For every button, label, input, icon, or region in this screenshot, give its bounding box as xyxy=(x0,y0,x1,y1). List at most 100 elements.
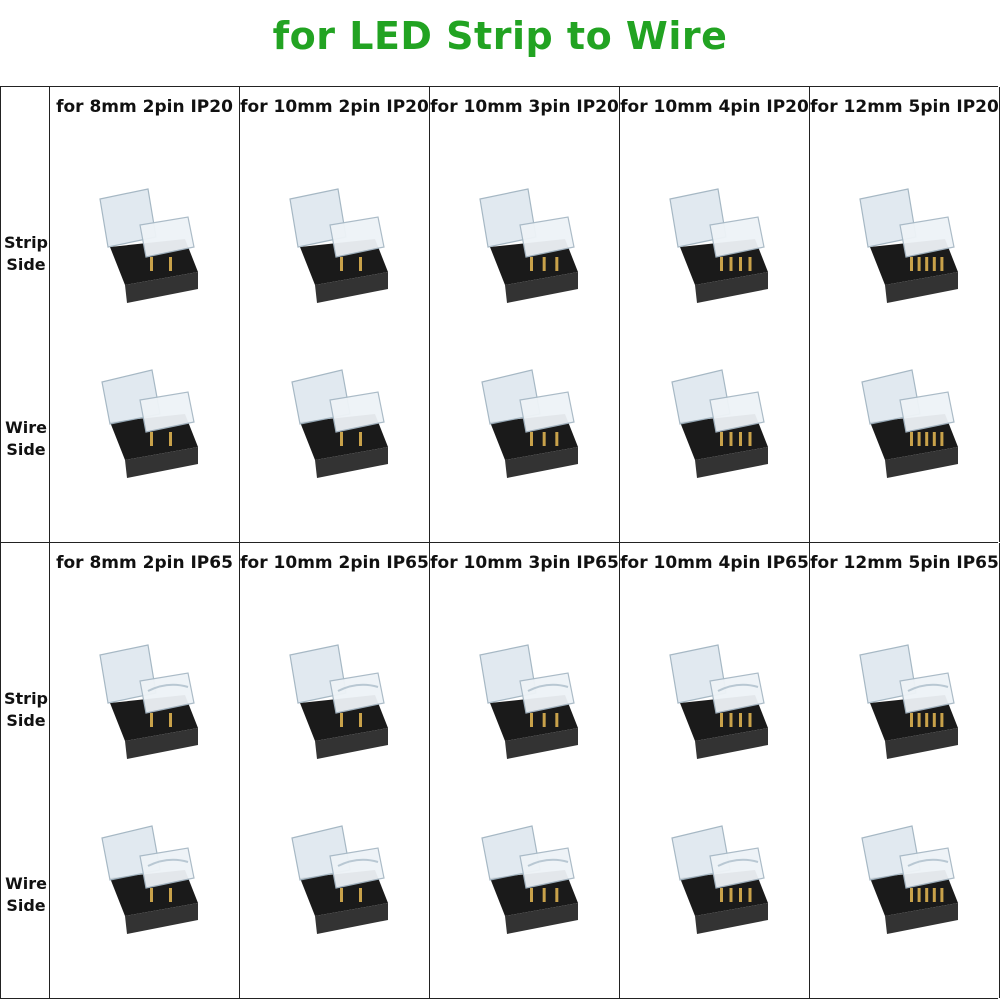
connector-body xyxy=(98,188,198,303)
connector-pin xyxy=(529,257,533,271)
connector-pin xyxy=(932,257,936,271)
connector-pin xyxy=(149,713,153,727)
wire-side-connector-image xyxy=(290,369,388,478)
connector-body xyxy=(100,825,198,934)
strip-side-connector-image xyxy=(98,644,198,759)
wire-side-connector-image xyxy=(860,825,958,934)
connector-body xyxy=(480,369,578,478)
ip65-column-2: for 10mm 2pin IP65 xyxy=(240,543,430,998)
connector-body xyxy=(858,188,958,303)
connector-body xyxy=(860,369,958,478)
connector-pin xyxy=(719,432,723,446)
connector-pin xyxy=(149,432,153,446)
connector-pin xyxy=(917,432,921,446)
connector-pin xyxy=(339,713,343,727)
connector-pin xyxy=(924,432,928,446)
connector-pin xyxy=(542,432,546,446)
strip-side-connector-image xyxy=(478,644,578,759)
ip65-column-4: for 10mm 4pin IP65 xyxy=(620,543,810,998)
connector-body xyxy=(670,369,768,478)
connector-pin xyxy=(554,713,558,727)
connector-pin xyxy=(168,257,172,271)
connector-pin xyxy=(358,888,362,902)
strip-side-connector-image xyxy=(858,188,958,303)
connector-pin xyxy=(932,888,936,902)
wire-side-connector-image xyxy=(670,825,768,934)
connector-body xyxy=(98,644,198,759)
connector-pin xyxy=(554,432,558,446)
connector-pin xyxy=(738,888,742,902)
connector-pin xyxy=(748,257,751,271)
connector-pin xyxy=(529,888,533,902)
ip20-column-1: for 8mm 2pin IP20 xyxy=(50,87,240,542)
ip20-column-5: for 12mm 5pin IP20 xyxy=(810,87,1000,542)
connector-pin xyxy=(719,257,723,271)
connector-pin xyxy=(339,432,343,446)
connector-pin xyxy=(339,257,343,271)
wire-side-connector-image xyxy=(860,369,958,478)
connector-pin xyxy=(917,888,921,902)
connector-pin xyxy=(542,713,546,727)
wire-side-connector-image xyxy=(480,369,578,478)
ip20-column-3: for 10mm 3pin IP20 xyxy=(430,87,620,542)
connector-pin xyxy=(729,888,732,902)
connector-pin xyxy=(358,713,362,727)
connector-pin xyxy=(932,432,936,446)
connector-pin xyxy=(529,713,533,727)
connector-pin xyxy=(738,713,742,727)
ip65-column-5: for 12mm 5pin IP65 xyxy=(810,543,1000,998)
wire-side-connector-image xyxy=(480,825,578,934)
ip65-column-3: for 10mm 3pin IP65 xyxy=(430,543,620,998)
connector-pin xyxy=(909,713,913,727)
connector-body xyxy=(670,825,768,934)
connector-pin xyxy=(924,713,928,727)
column-header: for 10mm 2pin IP20 xyxy=(240,97,429,117)
connector-body xyxy=(668,188,768,303)
connector-pin xyxy=(917,257,921,271)
ip20-column-4: for 10mm 4pin IP20 xyxy=(620,87,810,542)
connector-pin xyxy=(729,432,732,446)
connector-pin xyxy=(939,888,943,902)
wire-side-connector-image xyxy=(670,369,768,478)
connector-pin xyxy=(542,888,546,902)
connector-pin xyxy=(932,713,936,727)
connector-pin xyxy=(149,888,153,902)
connector-pin xyxy=(729,257,732,271)
connector-pin xyxy=(909,888,913,902)
column-header: for 8mm 2pin IP65 xyxy=(56,553,233,573)
connector-pin xyxy=(939,713,943,727)
connector-body xyxy=(290,369,388,478)
strip-side-connector-image xyxy=(288,644,388,759)
connector-pin xyxy=(748,432,751,446)
strip-side-connector-image xyxy=(668,644,768,759)
column-header: for 12mm 5pin IP65 xyxy=(810,553,999,573)
wire-side-connector-image xyxy=(100,369,198,478)
connector-pin xyxy=(168,713,172,727)
connector-body xyxy=(290,825,388,934)
ip20-column-2: for 10mm 2pin IP20 xyxy=(240,87,430,542)
connector-pin xyxy=(748,713,751,727)
connector-pin xyxy=(339,888,343,902)
connector-body xyxy=(858,644,958,759)
wire-side-connector-image xyxy=(290,825,388,934)
connector-body xyxy=(288,188,388,303)
connector-pin xyxy=(149,257,153,271)
strip-side-connector-image xyxy=(858,644,958,759)
column-header: for 10mm 3pin IP65 xyxy=(430,553,619,573)
column-header: for 10mm 2pin IP65 xyxy=(240,553,429,573)
column-header: for 8mm 2pin IP20 xyxy=(56,97,233,117)
column-header: for 12mm 5pin IP20 xyxy=(810,97,999,117)
connector-body xyxy=(860,825,958,934)
ip65-column-1: for 8mm 2pin IP65 xyxy=(50,543,240,998)
connector-pin xyxy=(924,888,928,902)
connector-pin xyxy=(917,713,921,727)
strip-side-connector-image xyxy=(288,188,388,303)
connector-pin xyxy=(358,257,362,271)
connector-pin xyxy=(939,257,943,271)
connector-pin xyxy=(358,432,362,446)
